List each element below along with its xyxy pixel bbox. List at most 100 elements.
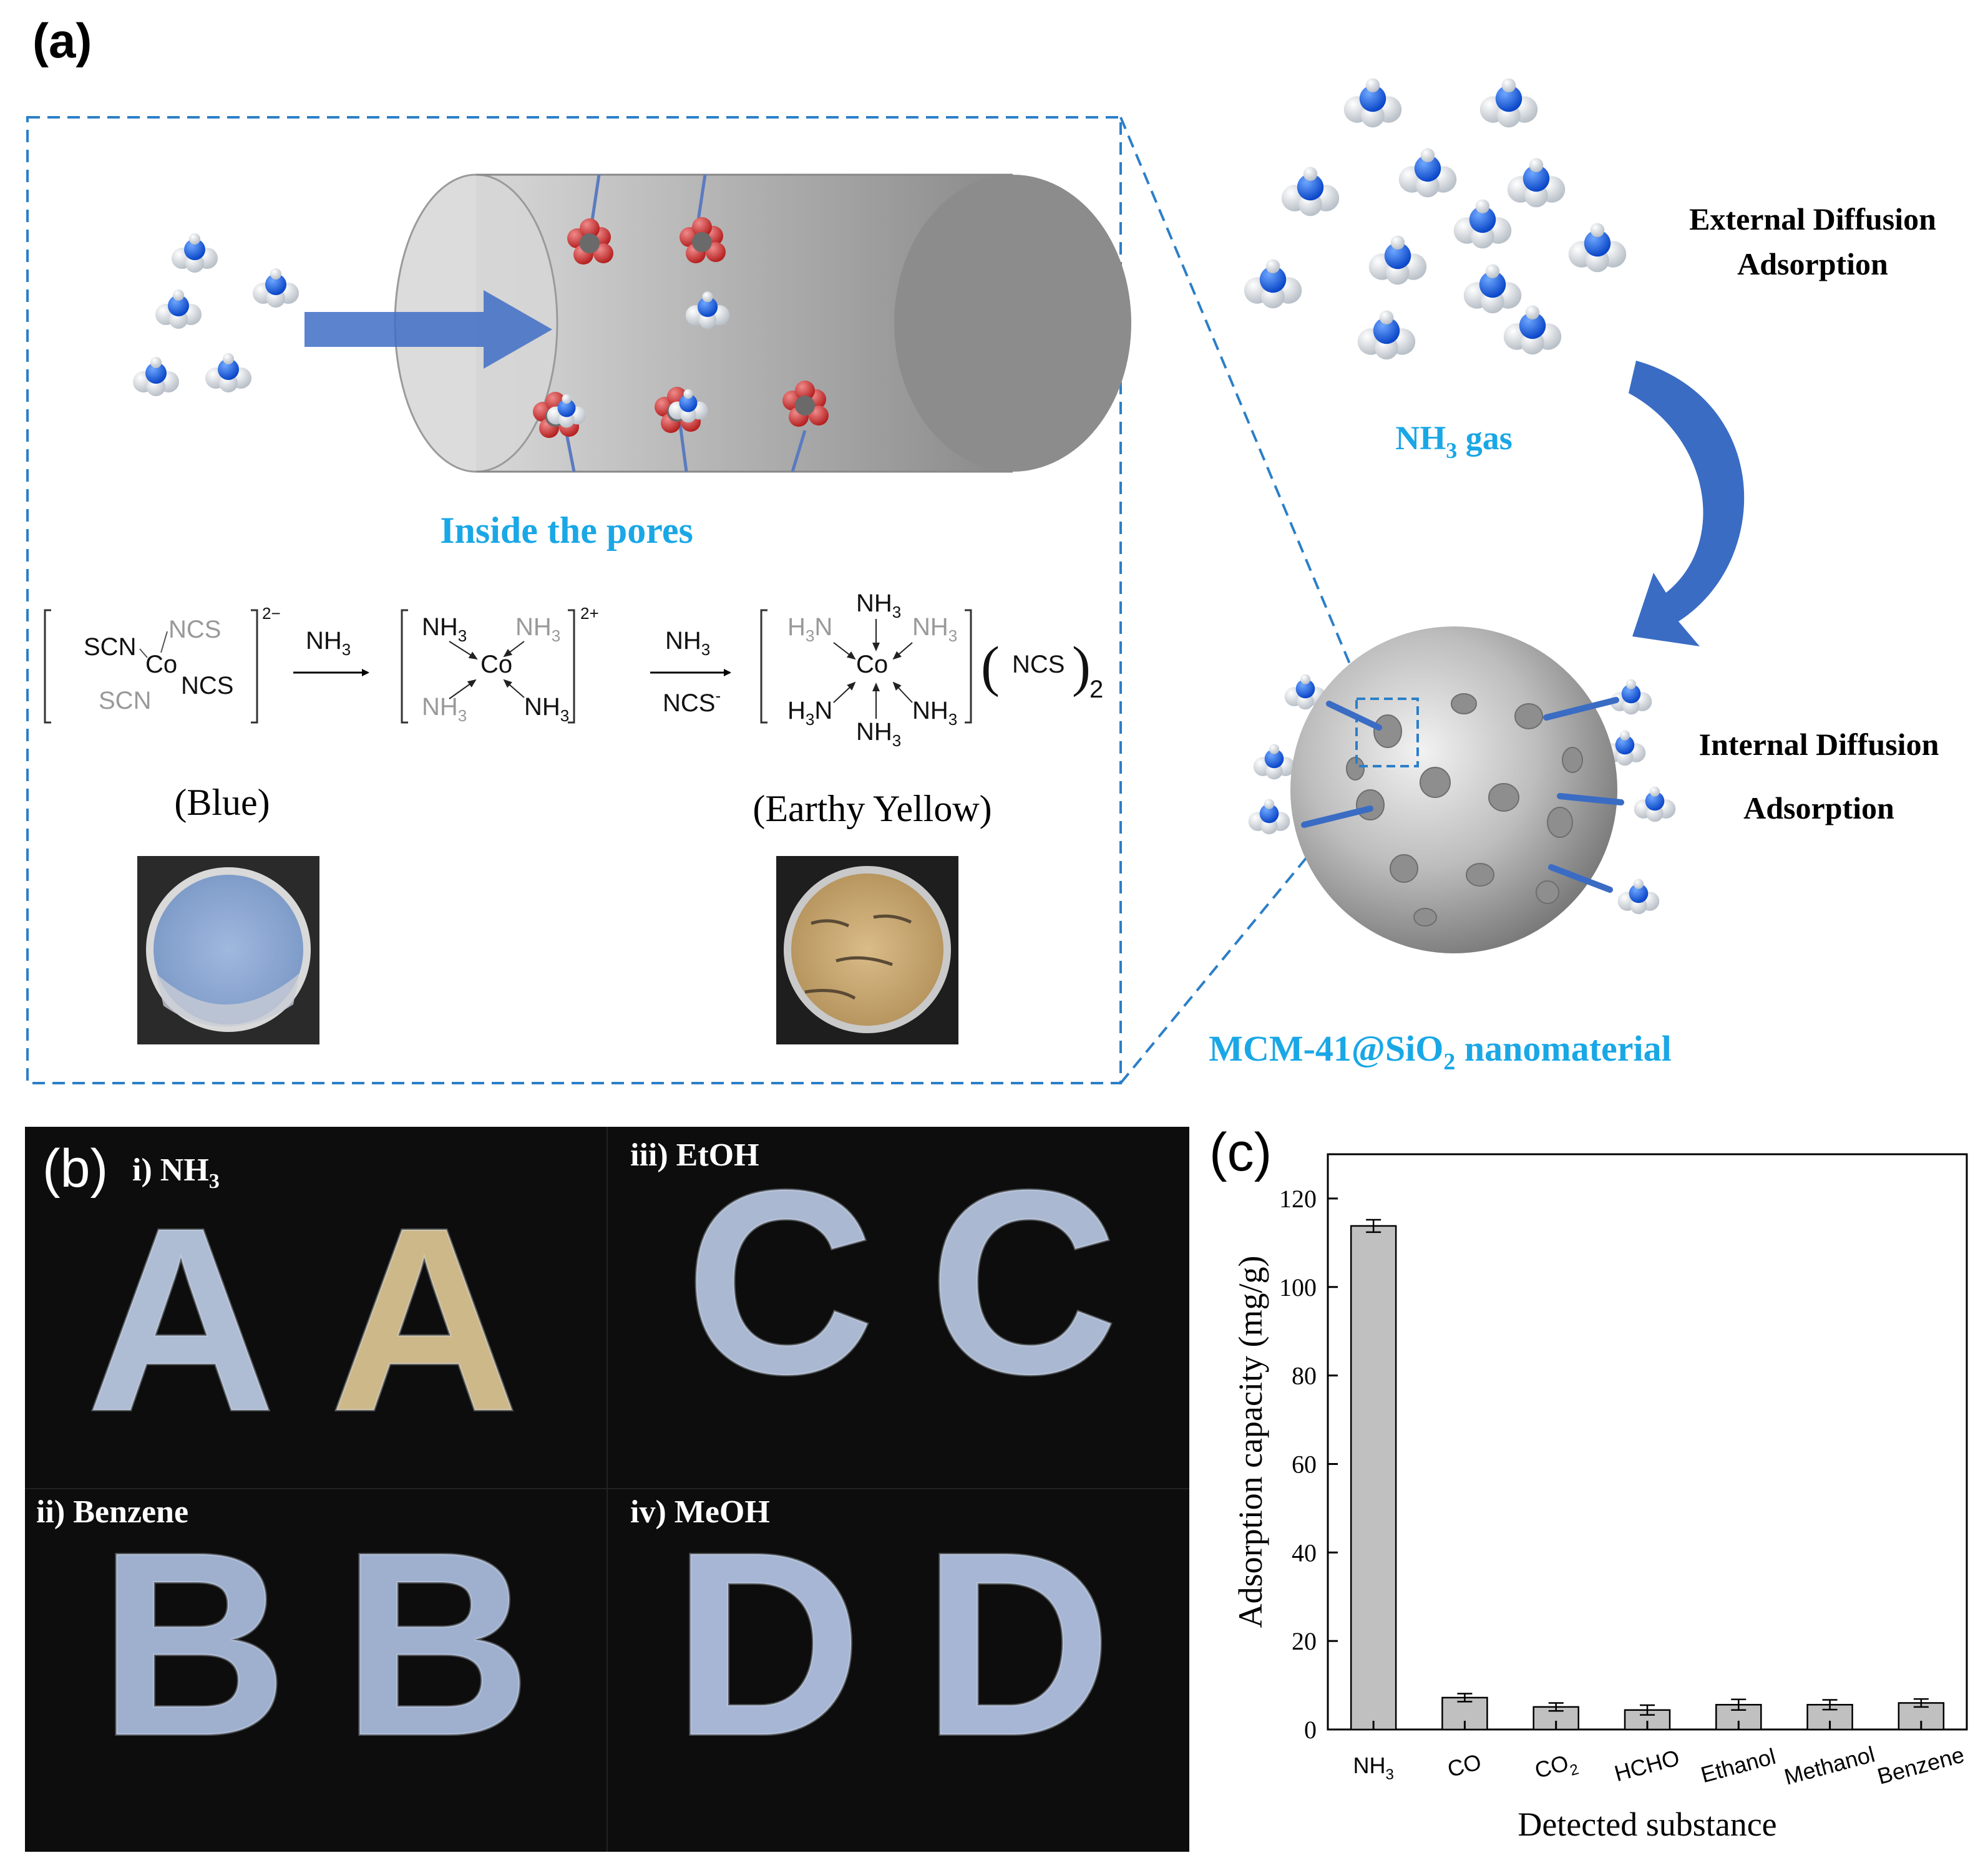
ligand-ncs-top: NCS bbox=[168, 616, 221, 643]
ligand-scn-bottom: SCN bbox=[99, 687, 151, 714]
yellow-powder-photo bbox=[776, 856, 958, 1044]
nh3-molecule bbox=[205, 353, 251, 392]
cylinder-end bbox=[894, 175, 1131, 472]
external-diffusion-line2: Adsorption bbox=[1737, 246, 1888, 281]
svg-text:NH3: NH3 bbox=[524, 693, 569, 725]
charge-c1: 2− bbox=[262, 604, 281, 623]
letter-photo-b-before: B bbox=[99, 1498, 288, 1791]
zoom-line-bottom bbox=[1119, 791, 1362, 1084]
nh3-gas-molecules bbox=[1244, 78, 1627, 360]
arrow1-reagent: NH3 bbox=[306, 627, 351, 659]
charge-c2: 2+ bbox=[580, 604, 599, 623]
svg-text:(: ( bbox=[981, 636, 1000, 698]
y-tick-label: 20 bbox=[1292, 1627, 1317, 1655]
letter-photo-b-after: B bbox=[342, 1498, 531, 1791]
blue-state-label: (Blue) bbox=[174, 782, 270, 823]
letter-photo-a-before: A bbox=[86, 1174, 275, 1466]
nh3-near-sphere bbox=[1610, 679, 1652, 715]
svg-text:H3N: H3N bbox=[787, 697, 832, 729]
cobalt-complex bbox=[567, 218, 613, 265]
bar-NH3 bbox=[1350, 1225, 1397, 1731]
pore-entry-arrow bbox=[305, 290, 552, 369]
svg-text:): ) bbox=[1072, 636, 1091, 698]
zoom-line-top bbox=[1119, 117, 1371, 712]
nh3-gas-molecule bbox=[1343, 78, 1402, 128]
nh3-bound bbox=[547, 394, 587, 428]
nh3-gas-molecule bbox=[1568, 223, 1627, 273]
material-label: MCM-41@SiO2 nanomaterial bbox=[1209, 1028, 1671, 1075]
caption-benzene: ii) Benzene bbox=[36, 1494, 188, 1530]
nh3-gas-molecule bbox=[1463, 264, 1522, 314]
nh3-gas-molecule bbox=[1244, 259, 1302, 309]
nh3-near-sphere bbox=[1253, 744, 1295, 780]
nh3-gas-molecule bbox=[1479, 78, 1538, 128]
svg-text:NCS-: NCS- bbox=[663, 686, 721, 717]
letter-photo-a-after: A bbox=[329, 1174, 519, 1466]
x-tick-label: Ethanol bbox=[1698, 1743, 1778, 1788]
y-tick-label: 0 bbox=[1304, 1716, 1317, 1744]
nh3-gas-molecule bbox=[1453, 199, 1512, 249]
diffusion-curved-arrow bbox=[1629, 361, 1745, 646]
x-tick-label: Benzene bbox=[1874, 1741, 1967, 1789]
svg-text:NH3: NH3 bbox=[856, 590, 901, 621]
counter-ion-count: 2 bbox=[1089, 676, 1103, 703]
mcm41-sphere bbox=[1290, 626, 1617, 953]
diffusion-arrows bbox=[1301, 697, 1624, 893]
nh3-molecule bbox=[133, 357, 179, 396]
x-tick-label: CO bbox=[1445, 1749, 1484, 1783]
blue-powder-photo bbox=[137, 856, 319, 1044]
svg-text:H3N: H3N bbox=[787, 613, 832, 645]
nh3-near-sphere bbox=[1248, 799, 1290, 835]
panel-a: (a) Inside the pores SCN N bbox=[26, 13, 1939, 1084]
x-tick-label: Methanol bbox=[1781, 1741, 1878, 1790]
error-bar bbox=[1457, 1693, 1473, 1703]
nh3-molecule bbox=[155, 289, 202, 329]
error-bar bbox=[1913, 1698, 1929, 1708]
caption-nh3: i) NH3 bbox=[132, 1152, 220, 1193]
pore-molecules bbox=[133, 217, 1676, 915]
svg-text:NH3: NH3 bbox=[515, 613, 560, 645]
nh3-gas-molecule bbox=[1357, 310, 1416, 360]
yellow-state-label: (Earthy Yellow) bbox=[753, 788, 992, 829]
plot-frame bbox=[1327, 1153, 1968, 1731]
nh3-in-pore bbox=[685, 291, 730, 329]
nh3-molecule bbox=[253, 268, 299, 308]
internal-diffusion-line2: Adsorption bbox=[1743, 790, 1894, 825]
zoom-selection-box bbox=[1355, 698, 1419, 767]
nh3-bound bbox=[668, 389, 708, 423]
y-tick-label: 40 bbox=[1292, 1539, 1317, 1567]
reaction-scheme: SCN NCS Co SCN NCS 2− NH3 NH3 NH3 Co NH3… bbox=[44, 590, 1103, 750]
letter-photo-c-before: C bbox=[685, 1136, 874, 1429]
error-bar bbox=[1822, 1699, 1838, 1711]
nh3-near-sphere bbox=[1634, 786, 1676, 822]
letter-photo-d-before: D bbox=[673, 1498, 862, 1791]
x-tick-label: NH3 bbox=[1353, 1753, 1393, 1783]
ligand-ncs-bottom: NCS bbox=[181, 672, 233, 699]
nh3-gas-label: NH3 gas bbox=[1395, 419, 1513, 463]
svg-text:NH3: NH3 bbox=[665, 627, 710, 659]
external-diffusion-line1: External Diffusion bbox=[1689, 202, 1936, 236]
nh3-gas-molecule bbox=[1398, 148, 1457, 198]
y-axis-label: Adsorption capacity (mg/g) bbox=[1232, 1256, 1269, 1628]
nh3-gas-molecule bbox=[1503, 305, 1562, 355]
cobalt-complex bbox=[680, 217, 726, 263]
y-tick-label: 120 bbox=[1279, 1185, 1317, 1213]
x-tick-label: CO2 bbox=[1532, 1748, 1581, 1788]
cobalt-center-3: Co bbox=[856, 651, 888, 678]
svg-text:NH3: NH3 bbox=[422, 613, 467, 645]
error-bar bbox=[1548, 1702, 1564, 1712]
svg-text:NH3: NH3 bbox=[856, 718, 901, 750]
inside-pores-label: Inside the pores bbox=[440, 510, 693, 551]
x-axis-label: Detected substance bbox=[1518, 1806, 1776, 1843]
inset-dashed-box bbox=[26, 116, 1122, 1084]
panel-c-label: (c) bbox=[1209, 1122, 1272, 1182]
error-bar bbox=[1731, 1698, 1747, 1711]
letter-photo-d-after: D bbox=[922, 1498, 1111, 1791]
panel-a-label: (a) bbox=[32, 13, 92, 68]
error-bar bbox=[1640, 1704, 1655, 1716]
